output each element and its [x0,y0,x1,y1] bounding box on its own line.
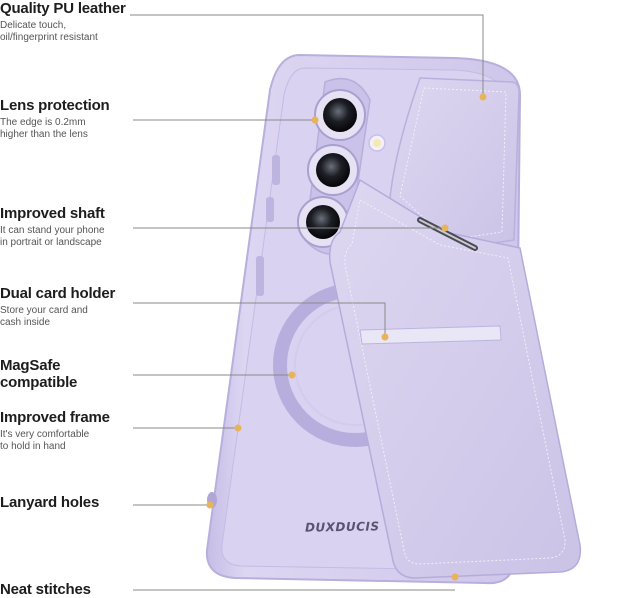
feature-title: Lens protection [0,97,110,114]
side-button [266,197,274,222]
feature-improved-shaft: Improved shaft It can stand your phone i… [0,205,105,249]
feature-title: Neat stitches [0,581,91,598]
stand-flap [328,178,582,579]
feature-quality-pu-leather: Quality PU leather Delicate touch, oil/f… [0,0,126,44]
card-slot [359,325,502,345]
feature-title: Dual card holder [0,285,116,302]
feature-title: Improved frame [0,409,110,426]
feature-description: The edge is 0.2mm higher than the lens [0,117,88,140]
feature-title: Quality PU leather [0,0,126,17]
camera-lens [323,98,357,132]
feature-lanyard-holes: Lanyard holes [0,494,99,511]
feature-magsafe-compatible: MagSafe compatible [0,357,77,391]
feature-neat-stitches: Neat stitches [0,581,91,598]
feature-improved-frame: Improved frame It's very comfortable to … [0,409,110,453]
side-button [256,256,264,296]
feature-description: It's very comfortable to hold in hand [0,429,90,452]
brand-logo: DUXDUCIS [304,519,380,535]
camera-lens [316,153,350,187]
camera-lens [306,205,340,239]
feature-title: Lanyard holes [0,494,100,511]
feature-description: Store your card and cash inside [0,305,88,328]
feature-title: MagSafe compatible [0,357,78,391]
callout-lines [130,14,484,591]
hinge-shaft [417,217,478,251]
feature-lens-protection: Lens protection The edge is 0.2mm higher… [0,97,110,141]
callout-dots [206,93,487,581]
feature-description: Delicate touch, oil/fingerprint resistan… [0,20,98,43]
stitching [344,199,566,565]
feature-description: It can stand your phone in portrait or l… [0,225,105,248]
feature-title: Improved shaft [0,205,105,222]
side-button [272,155,280,185]
feature-dual-card-holder: Dual card holder Store your card and cas… [0,285,115,329]
